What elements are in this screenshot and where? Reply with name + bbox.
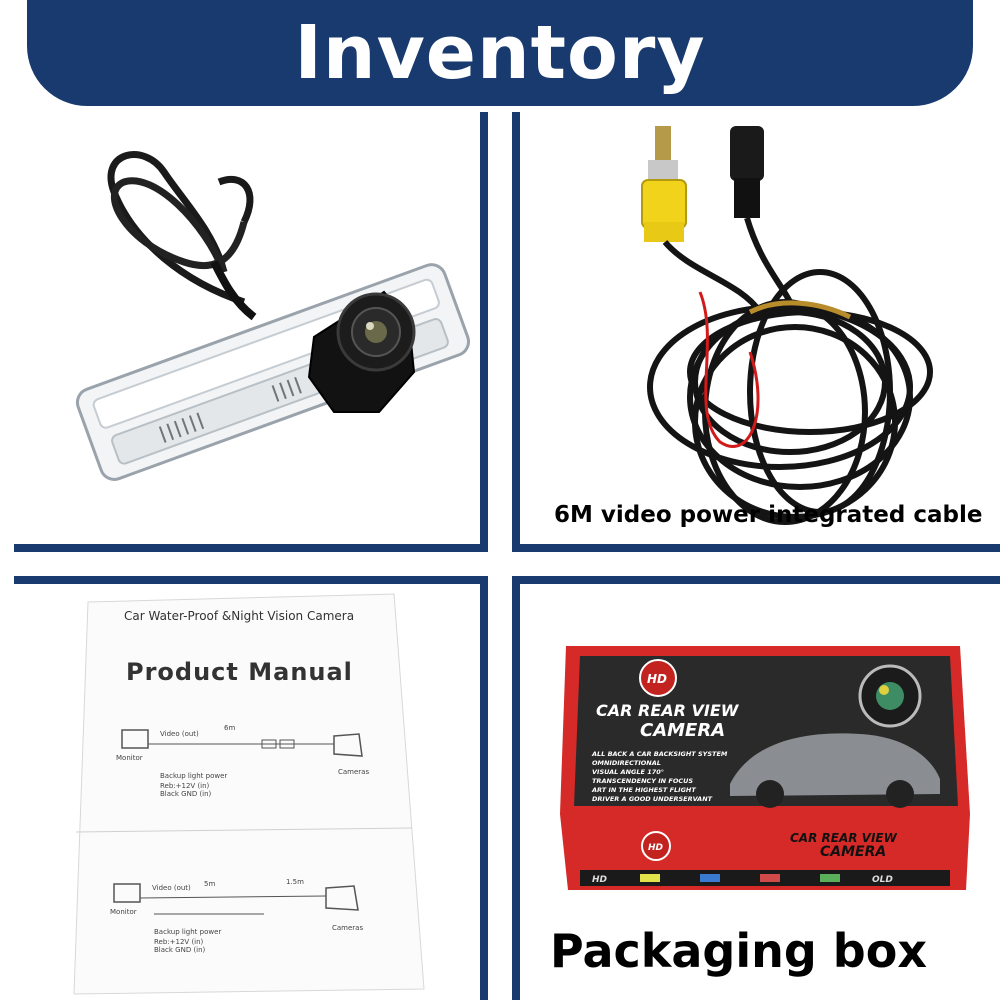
svg-text:Monitor: Monitor (110, 908, 137, 916)
box-strip-hd: HD (592, 875, 608, 885)
divider-left-top (480, 112, 488, 552)
box-image: HD CAR REAR VIEW CAMERA ALL BACK A CAR B… (560, 646, 970, 890)
box-line-2: CAMERA (640, 720, 725, 741)
box-feature-item: OMNIDIRECTIONAL (592, 759, 661, 767)
svg-text:Backup light power: Backup light power (154, 928, 221, 936)
manual-heading: Car Water-Proof &Night Vision Camera (124, 609, 354, 623)
svg-text:Cameras: Cameras (332, 924, 363, 932)
box-feature-item: ART IN THE HIGHEST FLIGHT (591, 786, 696, 794)
camera-panel (14, 112, 478, 542)
box-side-line-2: CAMERA (820, 844, 886, 860)
manual-diagram-2: Monitor Video (out) 5m 1.5m Backup light… (110, 878, 363, 954)
box-feature-item: VISUAL ANGLE 170° (592, 768, 664, 776)
manual-image: Car Water-Proof &Night Vision Camera Pro… (73, 593, 425, 995)
divider-bottom-left (14, 576, 488, 584)
svg-text:Video (out): Video (out) (160, 730, 199, 738)
manual-title: Product Manual (126, 658, 353, 686)
svg-text:5m: 5m (204, 880, 215, 888)
divider-left-bottom (480, 576, 488, 1000)
svg-text:Reb:+12V (in): Reb:+12V (in) (154, 938, 204, 946)
svg-text:6m: 6m (224, 724, 235, 732)
page-title: Inventory (294, 10, 706, 96)
box-feature-item: TRANSCENDENCY IN FOCUS (592, 777, 693, 785)
manual-diagram-1: Monitor Video (out) 6m Backup light powe… (116, 724, 369, 798)
box-caption: Packaging box (550, 924, 928, 978)
divider-right-bottom (512, 576, 520, 1000)
divider-bottom-right (512, 576, 1000, 584)
svg-text:Reb:+12V (in): Reb:+12V (in) (160, 782, 210, 790)
svg-text:Backup light power: Backup light power (160, 772, 227, 780)
box-hd-badge: HD (647, 672, 667, 686)
box-line-1: CAR REAR VIEW (596, 701, 740, 720)
box-strip-old: OLD (872, 875, 893, 885)
svg-text:Black GND (in): Black GND (in) (154, 946, 206, 954)
camera-image (75, 151, 471, 481)
box-side-hd: HD (648, 843, 664, 853)
svg-text:Black GND (in): Black GND (in) (160, 790, 212, 798)
box-panel: HD CAR REAR VIEW CAMERA ALL BACK A CAR B… (520, 584, 1000, 1000)
svg-text:1.5m: 1.5m (286, 878, 304, 886)
divider-top-right (512, 544, 1000, 552)
box-feature-item: DRIVER A GOOD UNDERSERVANT (592, 795, 713, 803)
cable-image (641, 126, 933, 525)
box-side-line-1: CAR REAR VIEW (790, 831, 898, 845)
box-feature-item: ALL BACK A CAR BACKSIGHT SYSTEM (591, 750, 728, 758)
svg-text:Cameras: Cameras (338, 768, 369, 776)
cable-panel: 6M video power integrated cable (520, 112, 1000, 542)
divider-top-left (14, 544, 488, 552)
box-features: ALL BACK A CAR BACKSIGHT SYSTEMOMNIDIREC… (591, 750, 728, 803)
divider-right-top (512, 112, 520, 552)
manual-panel: Car Water-Proof &Night Vision Camera Pro… (14, 584, 478, 1000)
cable-caption: 6M video power integrated cable (554, 502, 983, 528)
svg-text:Video (out): Video (out) (152, 884, 191, 892)
svg-text:Monitor: Monitor (116, 754, 143, 762)
header-banner: Inventory (27, 0, 973, 106)
